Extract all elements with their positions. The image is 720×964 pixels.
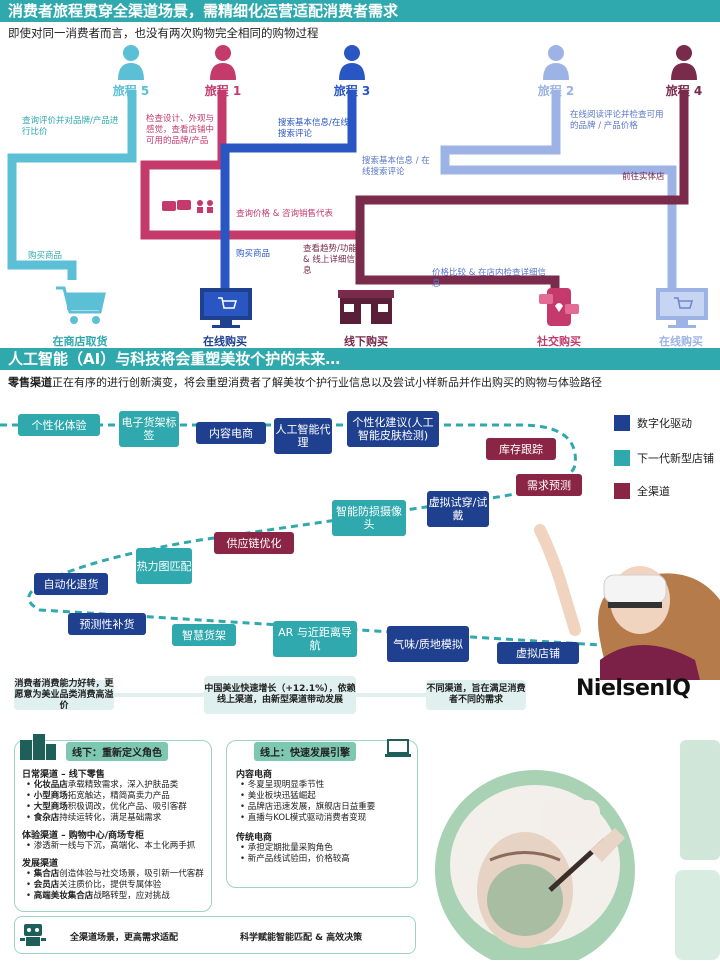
note-buy-goods-1: 购买商品 bbox=[28, 251, 63, 261]
chip-smart-shelf: 智慧货架 bbox=[172, 624, 236, 646]
destination-social-buy: 社交购买 bbox=[537, 335, 581, 348]
section2-subtitle: 零售渠道正在有序的进行创新演变，将会重塑消费者了解美妆个护行业信息以及尝试小样新… bbox=[8, 374, 602, 390]
section1-subtitle: 即使对同一消费者而言，也没有两次购物完全相同的购物过程 bbox=[8, 26, 319, 40]
journey2-person-icon bbox=[541, 44, 571, 84]
note-search-info: 搜索基本信息/在线搜索评论 bbox=[278, 118, 349, 139]
offline-group2-item1: • 渗透新一线与下沉，高端化、本土化两手抓 bbox=[26, 841, 196, 851]
journey4-person-icon bbox=[669, 44, 699, 84]
chip-inventory-tracking: 库存跟踪 bbox=[486, 438, 556, 460]
destination-online-buy-2: 在线购买 bbox=[659, 335, 703, 348]
online-group1-item1: • 冬夏呈现明显季节性 bbox=[240, 780, 325, 790]
journey-paths bbox=[7, 90, 689, 290]
online-group2-item2: • 新产品线试验田，价格较高 bbox=[240, 854, 350, 864]
destination-offline-buy: 线下购买 bbox=[344, 335, 388, 348]
insight-bar-growth: 中国美业快速增长（+12.1%），依赖线上渠道，由新型渠道带动发展 bbox=[204, 676, 356, 714]
offline-tag: 线下：重新定义角色 bbox=[66, 742, 168, 761]
section1-title: 消费者旅程贯穿全渠道场景，需精细化运营适配消费者需求 bbox=[0, 0, 720, 22]
note-search-online: 搜索基本信息 / 在线搜索评论 bbox=[362, 156, 430, 177]
online-tag: 线上：快速发展引擎 bbox=[254, 742, 356, 761]
chip-electronic-shelf-labels: 电子货架标签 bbox=[119, 411, 179, 447]
legend-digital-label: 数字化驱动 bbox=[637, 417, 692, 430]
chip-personalized-experience: 个性化体验 bbox=[18, 414, 100, 436]
journey5-person-icon bbox=[116, 44, 146, 84]
destination-online-buy: 在线购买 bbox=[203, 335, 247, 348]
online-group2-item1: • 承担定期批量采购角色 bbox=[240, 843, 333, 853]
section2-title: 人工智能（AI）与科技将会重塑美妆个护的未来… bbox=[0, 348, 720, 370]
facial-mask-image bbox=[430, 740, 720, 964]
online-group1-title: 内容电商 bbox=[236, 770, 273, 780]
online-group1-item3: • 品牌店迅速发展，旗舰店日益重要 bbox=[240, 802, 376, 812]
offline-group1-item4: • 食杂店持续运转化，满足基础需求 bbox=[26, 813, 162, 823]
note-ask-sales: 查询价格 & 咨询销售代表 bbox=[236, 209, 334, 219]
bar-connector-2 bbox=[356, 693, 426, 697]
laptop-icon bbox=[384, 738, 412, 762]
section2-subtitle-rest: 正在有序的进行创新演变，将会重塑消费者了解美妆个护行业信息以及尝试小样新品并作出… bbox=[52, 376, 602, 389]
chip-heatmap-matching: 热力图匹配 bbox=[136, 548, 192, 584]
note-compare-in-store: 价格比较 & 在店内检查详细信息 bbox=[432, 268, 547, 289]
note-compare-prices: 查询评价并对品牌/产品进行比价 bbox=[22, 116, 119, 137]
chip-virtual-store: 虚拟店铺 bbox=[497, 642, 579, 664]
building-icon bbox=[18, 734, 58, 764]
online-panel bbox=[226, 740, 418, 888]
insight-bar-consumption: 消费者消费能力好转，更愿意为美业品类消费高溢价 bbox=[14, 678, 114, 711]
offline-group3-item1: • 集合店创造体验与社交场景，吸引新一代客群 bbox=[26, 869, 204, 879]
note-buy-goods-2: 购买商品 bbox=[236, 249, 271, 259]
offline-group3-item2: • 会员店关注质价比，提供专属体验 bbox=[26, 880, 162, 890]
bottom-summary-left: 全渠道场景，更高需求适配 bbox=[70, 933, 179, 943]
offline-group2-title: 体验渠道 – 购物中心/商场专柜 bbox=[22, 831, 145, 841]
bottom-summary-bar bbox=[14, 916, 416, 954]
journey3-person-icon bbox=[337, 44, 367, 84]
offline-group1-item1: • 化妆品店承载精致需求，深入护肤品类 bbox=[26, 780, 179, 790]
chip-content-ecommerce: 内容电商 bbox=[196, 422, 266, 444]
journey4-label: 旅程 4 bbox=[665, 84, 703, 98]
vr-woman-image bbox=[520, 520, 720, 684]
journey2-label: 旅程 2 bbox=[537, 84, 575, 98]
offline-panel bbox=[14, 740, 212, 912]
online-group2-title: 传统电商 bbox=[236, 833, 273, 843]
shopping-cart-icon bbox=[52, 284, 108, 332]
bar-connector-1 bbox=[114, 693, 204, 697]
offline-group1-title: 日常渠道 – 线下零售 bbox=[22, 770, 105, 780]
monitor-cart-icon bbox=[198, 286, 254, 334]
legend-omnichannel-swatch bbox=[614, 483, 630, 499]
social-phone-icon bbox=[537, 284, 581, 332]
legend-nextgen-label: 下一代新型店铺 bbox=[637, 452, 714, 465]
chip-predictive-restock: 预测性补货 bbox=[68, 613, 146, 635]
chip-ai-skin-detection: 个性化建议(人工智能皮肤检测) bbox=[347, 411, 439, 447]
nielseniq-logo: NielsenIQ bbox=[576, 676, 691, 701]
legend-omnichannel-label: 全渠道 bbox=[637, 485, 670, 498]
chip-supply-chain: 供应链优化 bbox=[214, 532, 294, 554]
chip-ar-navigation: AR 与近距离导航 bbox=[273, 621, 357, 657]
chip-auto-returns: 自动化退货 bbox=[34, 573, 108, 595]
online-group1-item4: • 直播与KOL模式驱动消费者变现 bbox=[240, 813, 367, 823]
note-read-reviews: 在线阅读评论并检查可用的品牌 / 产品价格 bbox=[570, 110, 664, 131]
legend-nextgen-swatch bbox=[614, 450, 630, 466]
robot-icon bbox=[18, 920, 48, 954]
journey1-person-icon bbox=[208, 44, 238, 84]
offline-group3-title: 发展渠道 bbox=[22, 859, 59, 869]
offline-group3-item3: • 高端美妆集合店战略转型，应对挑战 bbox=[26, 891, 170, 901]
offline-group1-item2: • 小型商场拓宽触达，精简高卖力产品 bbox=[26, 791, 170, 801]
insight-bar-channels: 不同渠道，旨在满足消费者不同的需求 bbox=[426, 680, 526, 710]
monitor-cart-light-icon bbox=[654, 286, 710, 334]
chip-smart-camera: 智能防损摄像头 bbox=[332, 500, 406, 536]
section2-subtitle-bold: 零售渠道 bbox=[8, 376, 52, 389]
journey5-label: 旅程 5 bbox=[112, 84, 150, 98]
note-check-design: 检查设计、外观与感觉，查看店铺中可用的品牌/产品 bbox=[146, 114, 215, 146]
journey3-label: 旅程 3 bbox=[333, 84, 371, 98]
store-front-icon bbox=[336, 288, 396, 330]
chip-ai-agent: 人工智能代理 bbox=[274, 418, 332, 454]
note-visit-store: 前往实体店 bbox=[622, 172, 665, 182]
journey1-label: 旅程 1 bbox=[204, 84, 242, 98]
price-tag-people-icon bbox=[160, 196, 216, 220]
note-check-trends: 查看趋势/功能 & 线上详细信息 bbox=[303, 244, 357, 276]
chip-scent-texture: 气味/质地模拟 bbox=[387, 626, 469, 662]
offline-group1-item3: • 大型商场积极调改，优化产品、吸引客群 bbox=[26, 802, 187, 812]
legend-digital-swatch bbox=[614, 415, 630, 431]
online-group1-item2: • 美业板块迅猛崛起 bbox=[240, 791, 316, 801]
destination-store-pickup: 在商店取货 bbox=[52, 335, 108, 348]
chip-demand-forecast: 需求预测 bbox=[516, 474, 582, 496]
bottom-summary-right: 科学赋能智能匹配 & 高效决策 bbox=[240, 933, 363, 943]
chip-virtual-try-on: 虚拟试穿/试戴 bbox=[427, 491, 489, 527]
